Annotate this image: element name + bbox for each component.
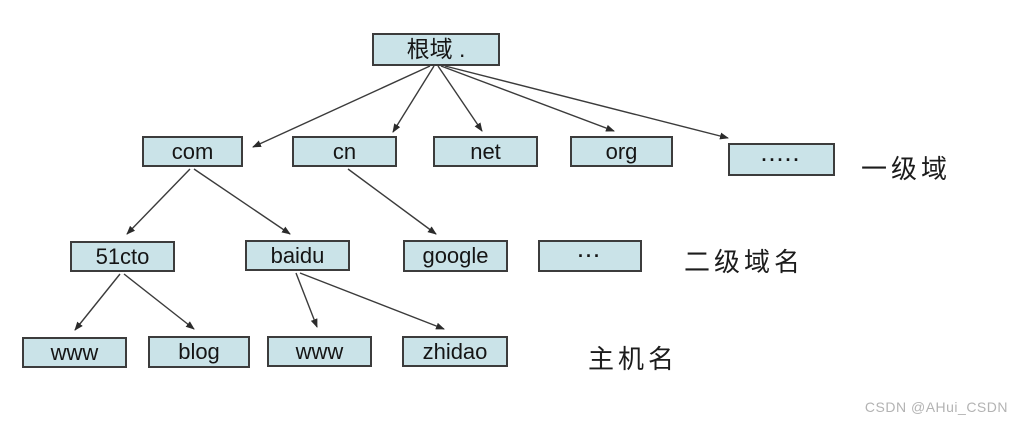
arrow-cn-to-google — [347, 168, 437, 235]
arrow-51cto-to-blog — [123, 273, 195, 330]
arrow-com-to-51cto — [126, 168, 191, 235]
arrow-51cto-to-www — [74, 273, 121, 331]
node-baidu: baidu — [245, 240, 350, 271]
caption-level1: 一级域 — [861, 154, 952, 184]
node-google: google — [403, 240, 508, 272]
csdn-watermark: CSDN @AHui_CSDN — [864, 399, 1008, 415]
node-dots-level1: ..... — [728, 143, 835, 176]
node-com: com — [142, 136, 243, 167]
arrow-root-to-net — [437, 65, 483, 132]
caption-level3: 主机名 — [588, 344, 679, 374]
arrow-com-to-baidu — [193, 168, 291, 235]
node-zhidao: zhidao — [402, 336, 508, 367]
caption-level2: 二级域名 — [684, 247, 805, 277]
dots-level1-label: ..... — [761, 144, 802, 165]
arrow-root-to-dots — [444, 65, 729, 140]
node-dots-level2: ... — [538, 240, 642, 272]
node-blog: blog — [148, 336, 250, 368]
dots-level2-label: ... — [577, 241, 602, 261]
arrow-root-to-cn — [392, 65, 435, 133]
node-www-1: www — [22, 337, 127, 368]
arrow-root-to-org — [440, 65, 615, 132]
node-root-domain: 根域 . — [372, 33, 500, 66]
node-51cto: 51cto — [70, 241, 175, 272]
node-org: org — [570, 136, 673, 167]
node-net: net — [433, 136, 538, 167]
arrow-baidu-to-www — [295, 272, 318, 328]
node-www-2: www — [267, 336, 372, 367]
node-cn: cn — [292, 136, 397, 167]
arrow-baidu-to-zhidao — [299, 272, 445, 330]
arrow-root-to-com — [252, 65, 431, 148]
